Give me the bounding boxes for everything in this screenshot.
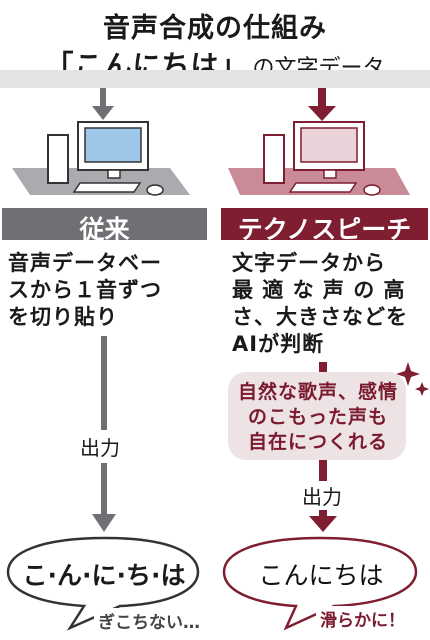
left-desc-line: 音声データベー (8, 251, 162, 275)
right-input-arrow (308, 88, 336, 121)
highlight-line: 自然な歌声、感情 (237, 381, 398, 403)
right-highlight-text: 自然な歌声、感情 のこもった声も 自在につくれる (230, 380, 406, 455)
sparkle-icon (396, 362, 429, 396)
right-desc-line: 文字データから (232, 251, 386, 275)
diagram-title: 音声合成の仕組み (103, 13, 327, 44)
input-strip (0, 70, 430, 88)
right-band-label: テクノスピーチ (237, 215, 412, 244)
right-highlight-box (228, 372, 406, 460)
right-band (221, 208, 428, 240)
right-output-arrow (309, 362, 337, 532)
highlight-line: 自在につくれる (247, 431, 388, 453)
left-band (2, 208, 207, 240)
left-band-label: 従来 (79, 215, 130, 244)
left-output-arrow (92, 336, 116, 532)
left-computer-icon (12, 121, 190, 196)
right-computer-icon (228, 121, 410, 196)
right-description: 文字データから 最 適 な 声 の 高 さ、大きさなどを AIが判断 (232, 250, 428, 358)
right-speech-bubble (222, 536, 418, 631)
left-input-arrow (92, 88, 114, 120)
right-desc-line: AIが判断 (232, 332, 325, 356)
left-speech-bubble (6, 536, 200, 631)
left-description: 音声データベー スから１音ずつ を切り貼り (8, 250, 208, 331)
left-desc-line: を切り貼り (8, 305, 118, 329)
right-note: 滑らかに！ (316, 606, 409, 631)
right-output-label: 出力 (302, 481, 342, 510)
left-desc-line: スから１音ずつ (8, 278, 162, 302)
right-desc-line: 最 適 な 声 の 高 (232, 278, 406, 302)
highlight-line: のこもった声も (247, 406, 388, 428)
left-note: ぎこちない… (94, 608, 204, 633)
left-result-text: こ·ん·に·ち·は (22, 561, 186, 590)
right-result-text: こんにちは (258, 561, 384, 590)
right-desc-line: さ、大きさなどを (232, 305, 408, 329)
left-output-label: 出力 (80, 430, 120, 463)
